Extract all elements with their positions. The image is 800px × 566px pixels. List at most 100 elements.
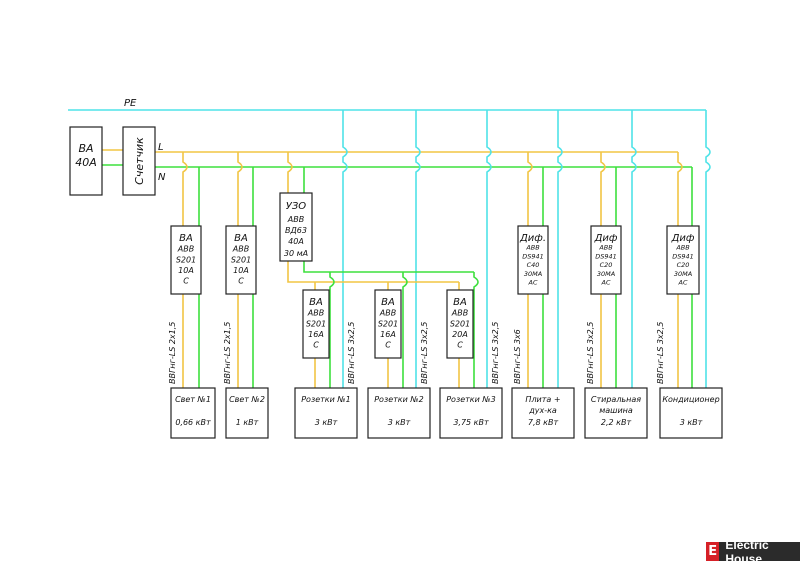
circuit-5-breaker-line-3: S201	[450, 319, 470, 328]
pe-drop-3	[486, 110, 492, 388]
circuit-1-breaker-line-4: 10А	[178, 266, 194, 275]
circuit-8-phase-in	[677, 152, 683, 226]
circuit-5-load-power: 3,75 кВт	[453, 418, 489, 427]
circuit-5-neutral	[473, 272, 479, 388]
circuit-3-breaker-line-4: 16А	[308, 330, 324, 339]
circuit-4-load: Розетки №2 3 кВт	[367, 387, 431, 439]
circuit-5-cable-label: ВВГнг-LS 3х2,5	[491, 322, 500, 384]
pe-drop-5	[631, 110, 637, 388]
circuit-7-load-power: 2,2 кВт	[601, 418, 632, 427]
circuit-4-load-name-1: Розетки №2	[374, 395, 424, 404]
circuit-7-breaker-line-1: Диф	[594, 233, 618, 244]
circuit-5-breaker-line-2: АВВ	[451, 309, 468, 318]
circuit-4-breaker-line-3: S201	[378, 319, 398, 328]
circuit-7-breaker-line-2: АВВ	[598, 244, 613, 252]
circuit-4-breaker-line-5: C	[385, 341, 391, 350]
circuit-6-breaker-line-6: АС	[528, 279, 538, 287]
circuit-5-breaker-line-5: C	[457, 341, 463, 350]
meter-label: Счетчик	[133, 137, 146, 185]
circuit-5-breaker-line-4: 20А	[452, 330, 468, 339]
circuit-7-load-name-2: машина	[599, 406, 633, 415]
circuit-5-load-name-1: Розетки №3	[446, 395, 496, 404]
circuit-7-breaker-line-6: АС	[601, 279, 611, 287]
circuit-5-breaker-line-1: ВА	[453, 297, 467, 308]
electricity-meter: Счетчик	[122, 126, 156, 196]
main-breaker: ВА 40А	[69, 126, 103, 196]
circuit-2-breaker-line-2: АВВ	[232, 245, 249, 254]
circuit-1-phase-in	[182, 152, 188, 226]
circuit-4-load-power: 3 кВт	[388, 418, 411, 427]
circuit-6-cable-label: ВВГнг-LS 3х6	[513, 329, 522, 384]
circuit-1-cable-label: ВВГнг-LS 2х1,5	[168, 322, 177, 384]
circuit-1-load-power: 0,66 кВт	[175, 418, 211, 427]
circuit-6-breaker-line-3: DS941	[522, 253, 544, 261]
circuit-2-load-name-1: Свет №2	[229, 395, 265, 404]
rcd-line-3: ВД63	[285, 226, 307, 235]
pe-drop-4	[557, 110, 563, 388]
circuit-8-breaker-line-3: DS941	[672, 253, 694, 261]
rcd-line-4: 40А	[288, 237, 304, 246]
main-breaker-line-1: ВА	[78, 142, 93, 155]
circuit-6-load-power: 7,8 кВт	[528, 418, 559, 427]
pe-drop-6	[705, 110, 711, 388]
pe-bus-label: PE	[124, 98, 137, 109]
circuit-6-breaker-line-4: C40	[527, 261, 540, 269]
circuit-1-breaker-line-5: C	[183, 277, 189, 286]
circuit-2-load: Свет №2 1 кВт	[225, 387, 269, 439]
circuit-8-breaker-line-6: АС	[678, 279, 688, 287]
circuit-6-breaker-line-2: АВВ	[525, 244, 540, 252]
circuit-8-breaker-line-5: 30МА	[674, 270, 692, 278]
circuit-3-breaker-line-1: ВА	[309, 297, 323, 308]
circuit-8-load-name-1: Кондиционер	[662, 395, 719, 404]
circuit-1-breaker-line-1: ВА	[179, 233, 193, 244]
pe-drop-2	[415, 110, 421, 388]
circuit-4-breaker-line-2: АВВ	[379, 309, 396, 318]
rcd-phase-bus	[287, 261, 459, 283]
circuit-6-phase-in	[527, 152, 533, 226]
rcd-phase-in	[287, 152, 293, 193]
circuit-2-phase-in	[237, 152, 243, 226]
circuit-7-load-name-1: Стиральная	[591, 395, 641, 404]
circuit-7-breaker-line-4: C20	[600, 261, 613, 269]
circuit-8-breaker-line-1: Диф	[671, 233, 695, 244]
circuit-2-load-power: 1 кВт	[236, 418, 259, 427]
circuit-1-load-name-1: Свет №1	[175, 395, 211, 404]
circuit-2-breaker-line-4: 10А	[233, 266, 249, 275]
phase-bus-label: L	[158, 142, 164, 153]
circuit-6-breaker-line-5: 30МА	[524, 270, 542, 278]
circuit-3-breaker-line-2: АВВ	[307, 309, 324, 318]
rcd-line-2: АВВ	[287, 215, 304, 224]
circuit-8-cable-label: ВВГнг-LS 3х2,5	[656, 322, 665, 384]
circuit-1-breaker-line-2: АВВ	[177, 245, 194, 254]
circuit-3-load-power: 3 кВт	[315, 418, 338, 427]
circuit-8-breaker-line-2: АВВ	[675, 244, 690, 252]
brand-text: Electric House	[725, 537, 769, 566]
main-breaker-line-2: 40А	[75, 156, 97, 169]
circuit-2-breaker-line-3: S201	[231, 255, 251, 264]
circuit-2-cable-label: ВВГнг-LS 2х1,5	[223, 322, 232, 384]
rcd-device: УЗО АВВ ВД63 40А 30 мА	[279, 192, 313, 262]
circuit-6-load-name-2: дух-ка	[528, 406, 557, 415]
circuit-2-breaker-line-5: C	[238, 277, 244, 286]
circuit-3-breaker-line-5: C	[313, 341, 319, 350]
rcd-line-5: 30 мА	[284, 249, 308, 258]
circuit-6-breaker-line-1: Диф.	[519, 233, 546, 244]
circuit-6-load: Плита +дух-ка7,8 кВт	[511, 387, 575, 439]
circuit-7-breaker-line-3: DS941	[595, 253, 617, 261]
circuit-4-cable-label: ВВГнг-LS 3х2,5	[420, 322, 429, 384]
pe-drop-1	[342, 110, 348, 388]
circuit-7-cable-label: ВВГнг-LS 3х2,5	[586, 322, 595, 384]
wires-layer	[68, 109, 711, 388]
